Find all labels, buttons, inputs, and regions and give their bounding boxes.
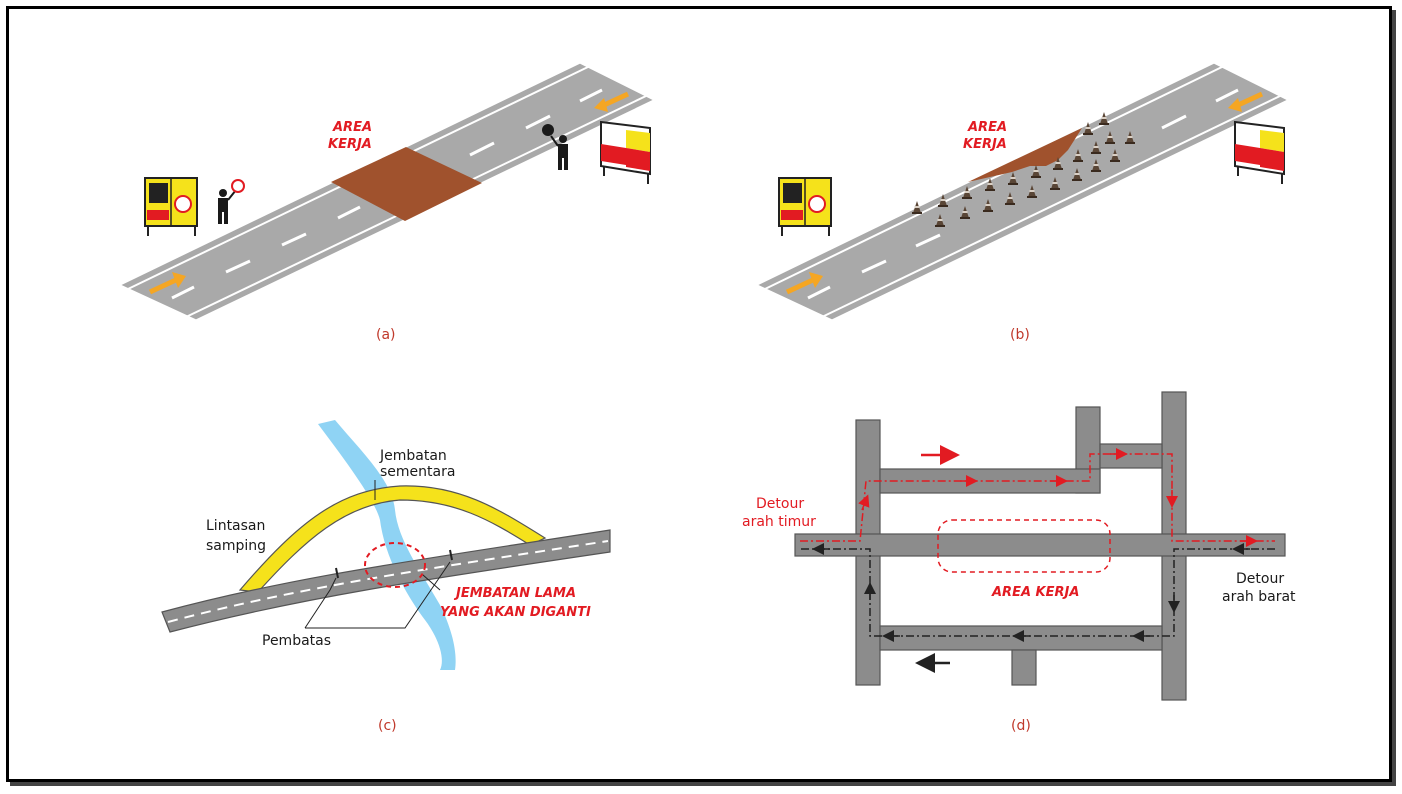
panel-caption: (a) [376,327,396,343]
work-area-label: KERJA [328,137,372,152]
detour-west-label: arah barat [1222,589,1296,605]
side-route-label: samping [206,538,266,554]
lane-marking [171,88,603,300]
road [751,60,1294,323]
temporary-bridge [238,485,547,593]
road [879,625,1163,651]
river [318,420,456,670]
old-bridge-label: YANG AKAN DIGANTI [440,605,591,620]
traffic-arrow-icon [1228,91,1264,112]
work-area [968,128,1082,182]
traffic-arrow-icon [148,272,186,295]
work-area [331,147,482,221]
warning-sign [144,177,198,236]
barrier-sign [1234,120,1285,184]
warning-sign [778,177,832,236]
detour-east-label: Detour [756,496,804,512]
traffic-arrow-icon [594,91,630,112]
flagman-icon [542,124,568,170]
detour-west-label: Detour [1236,571,1284,587]
traffic-arrow-icon [785,272,823,295]
work-area-marker [937,519,1111,573]
panel-d-routes: Detour arah timur Detour arah barat AREA… [742,445,1296,734]
panel-caption: (c) [378,718,397,734]
panel-caption: (b) [1010,327,1030,343]
panel-d [794,391,1286,701]
road [1011,649,1037,686]
temp-bridge-label: sementara [380,464,455,480]
work-area-label: KERJA [963,137,1007,152]
panel-a: AREA KERJA [114,60,660,343]
work-area-label: AREA [967,120,1007,135]
work-area-label: AREA KERJA [991,585,1079,600]
divider-label: Pembatas [262,633,331,649]
panel-caption: (d) [1011,718,1031,734]
panel-b: AREA KERJA [751,60,1294,343]
work-area-label: AREA [332,120,372,135]
detour-east-label: arah timur [742,514,816,530]
old-bridge-marker [364,542,426,588]
temp-bridge-label: Jembatan [379,448,447,464]
lane-marking [807,88,1239,300]
flagman-icon [218,179,245,224]
road [794,533,1286,557]
barrier-sign [600,120,651,184]
road [1099,443,1163,469]
detour-east-route [800,453,1275,542]
side-route-label: Lintasan [206,518,265,534]
old-bridge-label: JEMBATAN LAMA [453,586,576,601]
panel-c: Jembatan sementara Lintasan samping Pemb… [161,420,611,734]
main-road [161,529,611,633]
